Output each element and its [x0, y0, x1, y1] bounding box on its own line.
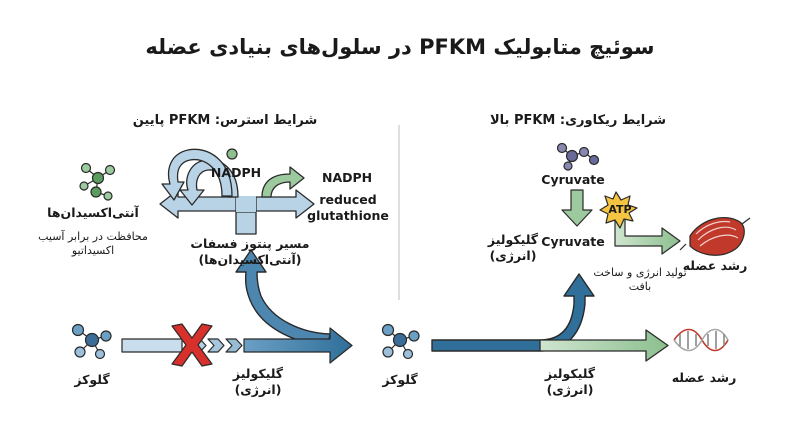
dna-helix-icon [673, 328, 729, 352]
antioxidant-molecule-icon [79, 162, 116, 201]
lower-glycolysis-label: گلیکولیز (انرژی) [544, 366, 596, 397]
glutathione-label: reduced glutathione [307, 192, 389, 223]
antioxidants-description: محافظت در برابر آسیب اکسیداتیو [38, 230, 148, 257]
nadph-green-arrow [261, 166, 305, 198]
upper-glycolysis-label: گلیکولیز (انرژی) [487, 232, 539, 263]
cyruvate-down-arrow [561, 189, 593, 227]
upper-muscle-growth-label: رشد عضله [682, 258, 748, 273]
page-title: سوئیچ متابولیک PFKM در سلول‌های بنیادی ع… [145, 35, 655, 59]
atp-label: ATP [608, 203, 632, 216]
glucose-molecule-icon [71, 323, 112, 360]
cyruvate-bottom-label: Cyruvate [541, 234, 605, 249]
right-panel-header: شرایط ریکاوری: PFKM بالا [489, 113, 667, 128]
atp-burst-icon [599, 191, 638, 229]
center-glucose-molecule-icon [381, 323, 420, 360]
cyruvate-to-muscle-arrow [614, 217, 681, 255]
pyruvate-molecule-icon [556, 142, 600, 171]
block-x-icon [171, 323, 213, 367]
ppp-main-arrow [235, 249, 331, 346]
left-panel-header: شرایط استرس: PFKM پایین [132, 113, 318, 128]
muscle-fiber-icon [679, 217, 751, 256]
ppp-label: مسیر پنتوز فسفات (آنتی‌اکسیدان‌ها) [190, 236, 310, 267]
center-glucose-label: گلوکز [382, 372, 418, 387]
left-glucose-label: گلوکز [74, 372, 110, 387]
energy-description: تولید انرژی و ساخت بافت [593, 266, 687, 293]
nadph-top-label: NADPH [210, 165, 262, 180]
nadph-dot-icon [226, 148, 238, 160]
nadph-right-label: NADPH [322, 170, 373, 185]
lower-muscle-growth-label: رشد عضله [671, 370, 737, 385]
cyruvate-top-label: Cyruvate [541, 172, 605, 187]
lower-green-arrow [539, 329, 669, 362]
left-glycolysis-label: گلیکولیز (انرژی) [232, 366, 284, 397]
antioxidants-label: آنتی‌اکسیدان‌ها [47, 205, 139, 220]
ppp-curve-left [161, 148, 233, 201]
